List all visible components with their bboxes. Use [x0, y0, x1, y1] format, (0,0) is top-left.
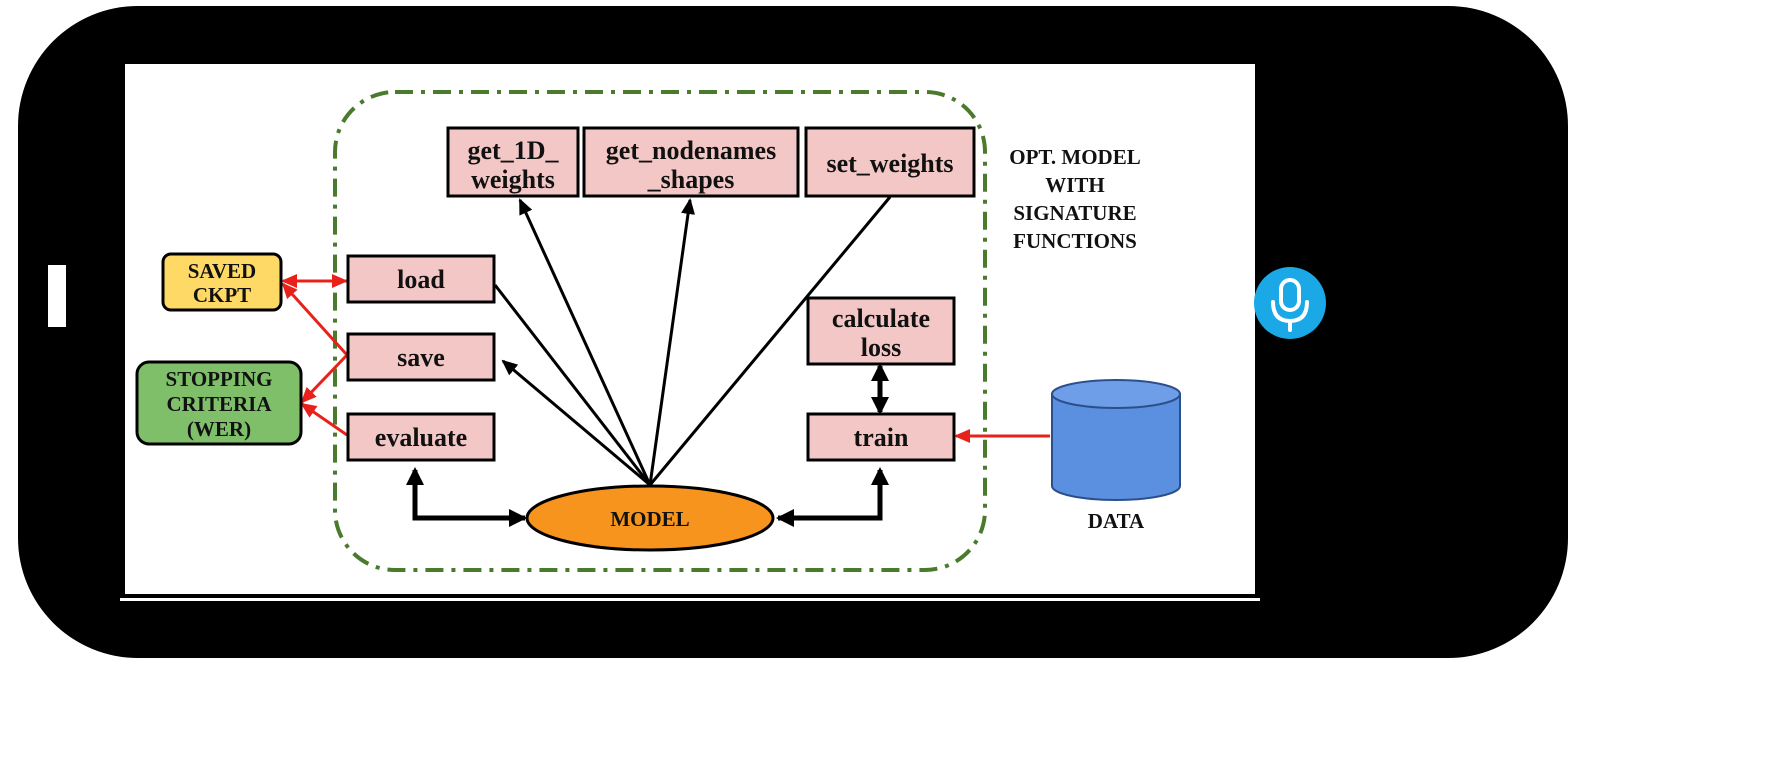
get-1d-weights-box: get_1D_ weights	[446, 126, 580, 198]
stopping-criteria-label-1: STOPPING	[166, 367, 273, 391]
calculate-loss-box: calculate loss	[806, 296, 956, 366]
get-nodenames-shapes-label-1: get_nodenames	[606, 136, 776, 165]
saved-ckpt-node: SAVED CKPT	[161, 252, 283, 312]
boundary-label: OPT. MODEL WITH SIGNATURE FUNCTIONS	[1009, 145, 1140, 253]
function-boxes: get_1D_ weights get_nodenames _shapes se…	[346, 126, 976, 462]
model-label: MODEL	[610, 507, 689, 531]
optimized-model-boundary	[333, 90, 987, 572]
arrow-evaluate-to-stopping-criteria	[300, 402, 348, 437]
save-box: save	[346, 332, 496, 382]
boundary-label-line-3: SIGNATURE	[1013, 201, 1136, 225]
boundary-label-line-1: OPT. MODEL	[1009, 145, 1140, 169]
mic-button[interactable]	[1254, 267, 1326, 339]
phone-side-button[interactable]	[48, 265, 66, 327]
speech-lines	[1381, 307, 1419, 349]
get-nodenames-shapes-label-2: _shapes	[647, 165, 735, 194]
save-label: save	[397, 343, 445, 372]
boundary-label-line-2: WITH	[1045, 173, 1105, 197]
load-box: load	[346, 254, 496, 304]
microphone-icon-background	[1254, 267, 1326, 339]
train-label: train	[854, 423, 909, 452]
train-box: train	[806, 412, 956, 462]
arrow-model-to-get-1d-weights	[518, 198, 652, 486]
speaker-silhouette	[1424, 185, 1557, 376]
connectors	[281, 196, 1050, 527]
set-weights-box: set_weights	[804, 126, 976, 198]
speaking-person-icon	[1381, 185, 1557, 376]
saved-ckpt-label-2: CKPT	[193, 283, 251, 307]
phone	[18, 6, 1568, 658]
model-node: MODEL	[525, 484, 775, 552]
arrow-save-to-stopping-criteria	[300, 353, 349, 404]
get-1d-weights-label-2: weights	[471, 165, 555, 194]
arrow-save-to-saved-ckpt	[281, 282, 349, 357]
line-set-weights-to-model	[648, 196, 892, 486]
arrow-model-to-get-nodenames-shapes	[648, 198, 695, 486]
stopping-criteria-node: STOPPING CRITERIA (WER)	[135, 360, 303, 446]
screen-bottom-line	[120, 598, 1260, 601]
data-cylinder-icon: DATA	[1051, 379, 1181, 533]
set-weights-label: set_weights	[826, 149, 953, 178]
calculate-loss-label-1: calculate	[832, 304, 930, 333]
microphone-icon	[1271, 278, 1309, 332]
boundary-label-line-4: FUNCTIONS	[1013, 229, 1137, 253]
data-label: DATA	[1088, 509, 1145, 533]
stopping-criteria-label-2: CRITERIA	[166, 392, 272, 416]
evaluate-box: evaluate	[346, 412, 496, 462]
calculate-loss-label-2: loss	[861, 333, 901, 362]
evaluate-label: evaluate	[375, 423, 467, 452]
get-nodenames-shapes-box: get_nodenames _shapes	[582, 126, 800, 198]
stopping-criteria-label-3: (WER)	[187, 417, 251, 441]
arrow-model-to-save	[501, 359, 651, 487]
saved-ckpt-label-1: SAVED	[188, 259, 256, 283]
load-label: load	[397, 265, 445, 294]
line-load-to-model	[493, 284, 652, 486]
get-1d-weights-label-1: get_1D_	[468, 136, 560, 165]
